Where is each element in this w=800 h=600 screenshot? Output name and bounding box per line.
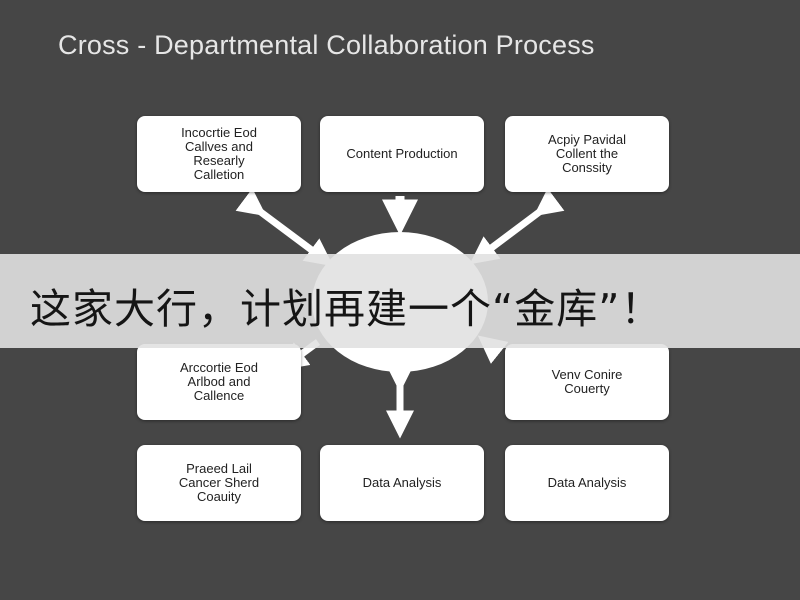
box-top-left: Incocrtie Eod Callves and Researly Calle… xyxy=(137,116,301,192)
box-bottom-center: Data Analysis xyxy=(320,445,484,521)
box-bottom-right: Data Analysis xyxy=(505,445,669,521)
box-mid-right-label: Venv Conire Couerty xyxy=(551,367,623,396)
box-top-center-label: Content Production xyxy=(346,146,458,161)
diagram-title: Cross - Departmental Collaboration Proce… xyxy=(58,30,595,60)
box-bottom-left: Praeed Lail Cancer Sherd Coauity xyxy=(137,445,301,521)
arrow-top-right-hub xyxy=(469,188,565,265)
box-mid-right: Venv Conire Couerty xyxy=(505,344,669,420)
box-mid-left: Arccortie Eod Arlbod and Callence xyxy=(137,344,301,420)
box-bottom-center-label: Data Analysis xyxy=(362,475,442,490)
headline-text: 这家大行，计划再建一个“金库”！ xyxy=(30,285,663,333)
box-top-right-label: Acpiy Pavidal Collent the Conssity xyxy=(547,132,627,175)
arrow-top-left-hub xyxy=(235,188,334,267)
box-bottom-left-label: Praeed Lail Cancer Sherd Coauity xyxy=(178,461,260,504)
box-top-right: Acpiy Pavidal Collent the Conssity xyxy=(505,116,669,192)
headline-banner xyxy=(0,254,800,348)
box-mid-left-label: Arccortie Eod Arlbod and Callence xyxy=(179,360,259,403)
box-top-left-label: Incocrtie Eod Callves and Researly Calle… xyxy=(181,125,257,182)
box-bottom-right-label: Data Analysis xyxy=(547,475,627,490)
box-top-center: Content Production xyxy=(320,116,484,192)
